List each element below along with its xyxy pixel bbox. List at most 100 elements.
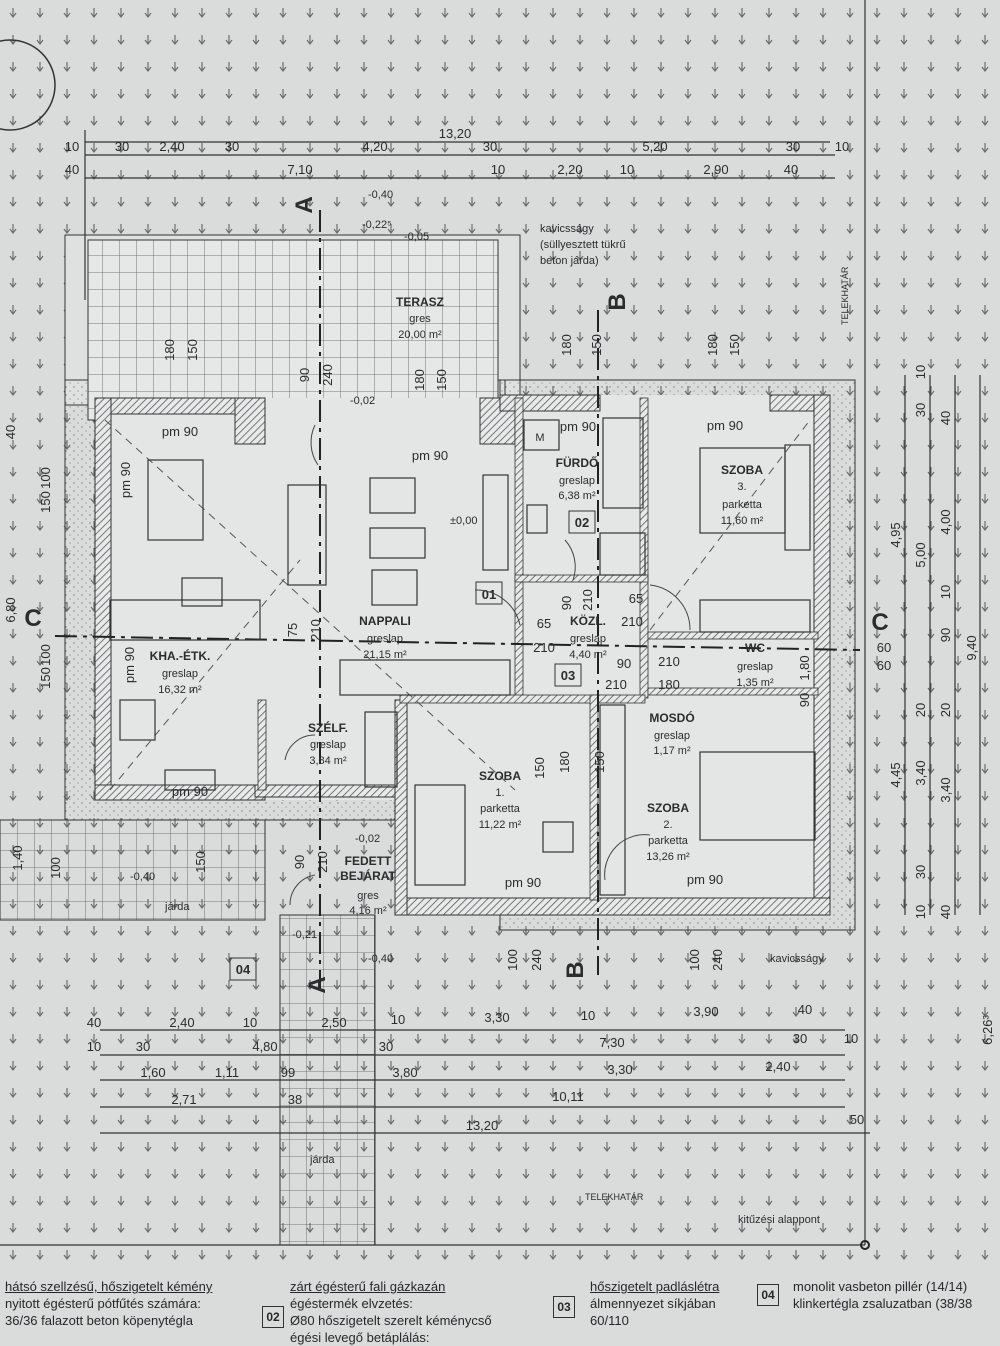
dimension-label: 6,80 [3, 597, 18, 622]
svg-text:3.: 3. [737, 481, 746, 493]
dimension-label: 150 [434, 369, 449, 391]
dimension-label: 240 [710, 949, 725, 971]
dimension-label: 210 [621, 614, 643, 629]
dimension-label: 210 [605, 677, 627, 692]
dimension-label: 150 [589, 334, 604, 356]
legend: hátsó szellzésű, hőszigetelt kémény nyit… [0, 1278, 1000, 1345]
room-name-kha-etk: KHA.-ÉTK. [150, 648, 211, 663]
level-mark: -0,05 [404, 231, 429, 243]
dimension-label: 150 [727, 334, 742, 356]
svg-text:30: 30 [793, 1031, 807, 1046]
svg-text:1.: 1. [495, 787, 504, 799]
svg-text:2.: 2. [663, 819, 672, 831]
pm-label: pm 90 [162, 424, 198, 439]
dimension-label: 65 [537, 616, 551, 631]
svg-text:10: 10 [87, 1039, 101, 1054]
svg-text:greslap: greslap [162, 668, 198, 680]
svg-text:10: 10 [65, 139, 79, 154]
svg-text:38: 38 [288, 1092, 302, 1107]
pm-label: pm 90 [118, 462, 133, 498]
survey-point-label: kitűzési alappont [738, 1214, 820, 1226]
room-name-wc: WC [745, 641, 765, 655]
svg-text:10: 10 [581, 1008, 595, 1023]
level-mark: -0,40 [368, 953, 393, 965]
legend-pillar: monolit vasbeton pillér (14/14) klinkert… [793, 1279, 973, 1311]
dimension-label: 40 [3, 425, 18, 439]
dimension-label: 3,40 [938, 777, 953, 802]
svg-text:3,84 m²: 3,84 m² [309, 755, 347, 767]
walkway-label: járda [164, 901, 190, 913]
dimension-label: 4,45 [888, 762, 903, 787]
pm-label: pm 90 [560, 419, 596, 434]
pm-label: pm 90 [412, 448, 448, 463]
svg-text:40: 40 [87, 1015, 101, 1030]
tag-03: 03 [561, 668, 575, 683]
svg-text:4,40 m²: 4,40 m² [569, 649, 607, 661]
legend-tag-02: 02 [262, 1306, 284, 1328]
dimension-label: 40 [938, 411, 953, 425]
dimension-label: 20 [938, 703, 953, 717]
pm-label: pm 90 [122, 647, 137, 683]
dimension-label: 180 [162, 339, 177, 361]
dimension-label: 30 [913, 865, 928, 879]
svg-text:30: 30 [786, 139, 800, 154]
svg-text:1,35 m²: 1,35 m² [736, 677, 774, 689]
legend-chimney: hátsó szellzésű, hőszigetelt kémény nyit… [5, 1279, 213, 1328]
dimension-label: 150 [38, 667, 53, 689]
level-mark: ±0,00 [450, 515, 477, 527]
svg-text:gres: gres [357, 890, 379, 902]
svg-text:6,38 m²: 6,38 m² [558, 490, 596, 502]
room-name-szoba-1: SZOBA [479, 769, 521, 783]
svg-text:3,30: 3,30 [607, 1062, 632, 1077]
pm-label: pm 90 [687, 872, 723, 887]
section-marker-c-right: C [871, 609, 888, 636]
dimension-label: 90 [617, 656, 631, 671]
legend-gas-boiler: zárt égésterű fali gázkazán égéstermék e… [290, 1279, 492, 1345]
legend-tag-03: 03 [553, 1296, 575, 1318]
dimension-label: 210 [308, 619, 323, 641]
dimension-label: 100 [38, 644, 53, 666]
svg-text:parketta: parketta [722, 499, 763, 511]
svg-text:1,60: 1,60 [140, 1065, 165, 1080]
svg-text:10: 10 [620, 162, 634, 177]
dimension-label: 9,40 [964, 635, 979, 660]
dimension-label: 60 [877, 658, 891, 673]
dimension-label: 100 [687, 949, 702, 971]
svg-text:40: 40 [65, 162, 79, 177]
dimension-label: 1,80 [797, 655, 812, 680]
svg-text:50: 50 [850, 1112, 864, 1127]
svg-text:10: 10 [391, 1012, 405, 1027]
gravel-label: kavicsságy [770, 953, 824, 965]
dimension-label: 1,40 [10, 845, 25, 870]
dimension-label: 3,40 [913, 760, 928, 785]
svg-text:16,32 m²: 16,32 m² [158, 684, 202, 696]
tag-01: 01 [482, 587, 496, 602]
svg-text:parketta: parketta [648, 835, 689, 847]
dimension-label: 240 [320, 364, 335, 386]
pm-label: pm 90 [172, 784, 208, 799]
path-label: járda [309, 1154, 335, 1166]
level-mark: -0,22⁵ [362, 219, 392, 231]
level-mark: -0,02 [355, 833, 380, 845]
svg-text:11,60 m²: 11,60 m² [721, 515, 764, 527]
room-name-szelf: SZÉLF. [308, 720, 348, 735]
svg-text:30: 30 [483, 139, 497, 154]
terrace-tiles [87, 239, 499, 421]
dimension-label: 65 [629, 591, 643, 606]
svg-text:10: 10 [243, 1015, 257, 1030]
svg-text:7,30: 7,30 [599, 1035, 624, 1050]
svg-text:13,20: 13,20 [466, 1118, 499, 1133]
level-mark: -0,40 [368, 189, 393, 201]
dimension-label: 150 [38, 491, 53, 513]
survey-point-icon [860, 1240, 870, 1250]
svg-text:13,20: 13,20 [439, 126, 472, 141]
dimension-label: 180 [658, 677, 680, 692]
svg-text:20,00 m²: 20,00 m² [398, 329, 442, 341]
dimension-label: 60 [877, 640, 891, 655]
inner-walls [257, 397, 819, 901]
dimension-label: 180 [705, 334, 720, 356]
svg-text:2,40: 2,40 [159, 139, 184, 154]
level-mark: -0,02 [350, 395, 375, 407]
room-name-fedett-bejarat: FEDETT [345, 854, 392, 868]
dimension-label: 10 [913, 905, 928, 919]
